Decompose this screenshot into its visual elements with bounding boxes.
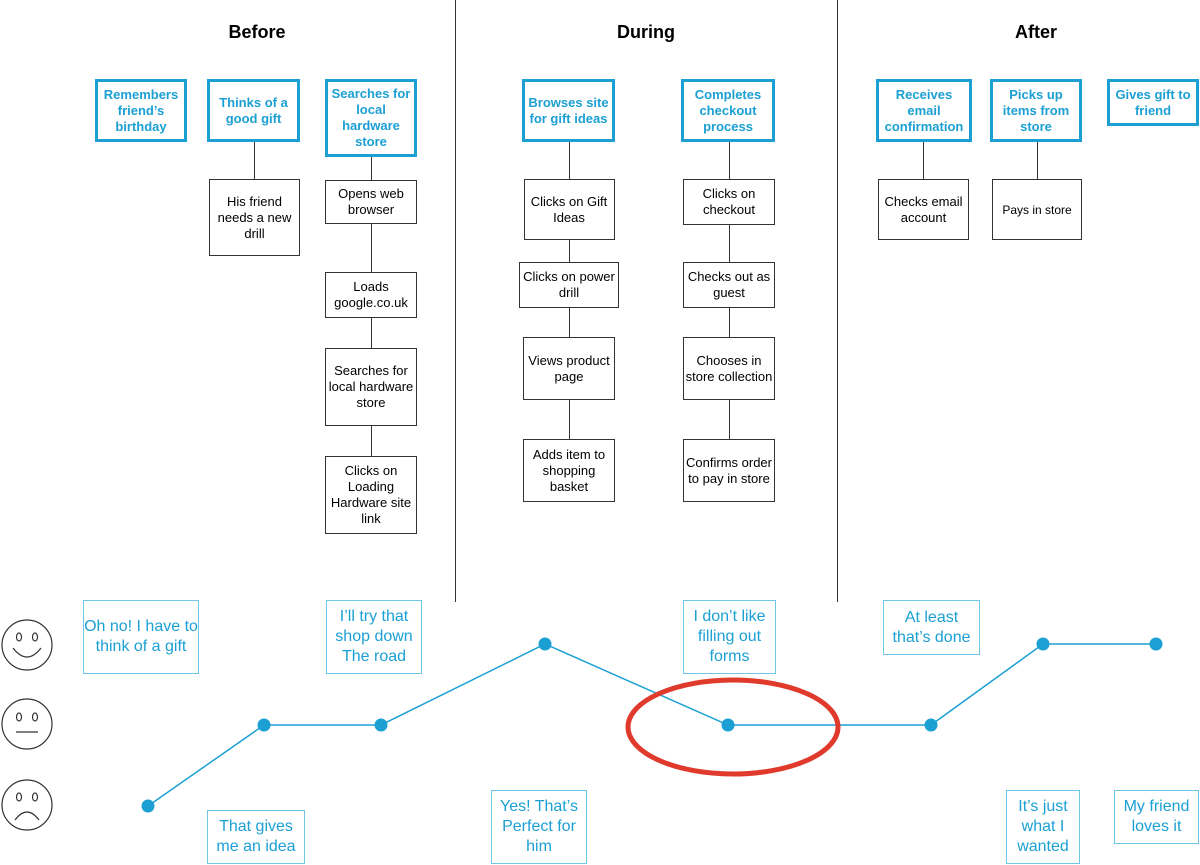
connector-line [568,240,570,262]
action-step: Clicks on Loading Hardware site link [325,456,417,534]
quote-box: Oh no! I have to think of a gift [83,600,199,674]
quote-box: That gives me an idea [207,810,305,864]
action-step: Views product page [523,337,615,400]
stage-completes-checkout: Completes checkout process [681,79,775,142]
connector-line [370,318,372,348]
neutral-face-icon [1,698,53,750]
journey-point-neutral [721,718,735,732]
action-step: Pays in store [992,179,1082,240]
action-stack-searches: Opens web browser Loads google.co.uk Sea… [325,157,417,534]
journey-point-neutral [374,718,388,732]
stage-gives-gift: Gives gift to friend [1107,79,1199,126]
stage-thinks-of-gift: Thinks of a good gift [207,79,300,142]
phase-divider [455,0,456,602]
action-step: Chooses in store collection [683,337,775,400]
action-step: Searches for local hardware store [325,348,417,426]
sad-face-icon [1,779,53,831]
action-step: Checks email account [878,179,969,240]
quote-box: I’ll try that shop down The road [326,600,422,674]
connector-line [1036,142,1038,179]
phase-during-title: During [617,22,675,42]
quote-box: It’s just what I wanted [1006,790,1080,864]
connector-line [728,400,730,439]
journey-line [147,643,1156,807]
connector-line [370,224,372,272]
quote-box: My friend loves it [1114,790,1199,844]
connector-line [568,308,570,337]
action-step: Confirms order to pay in store [683,439,775,502]
action-stack-receives: Checks email account [878,142,969,240]
quote-box: Yes! That’s Perfect for him [491,790,587,864]
action-step: Loads google.co.uk [325,272,417,318]
action-step: Checks out as guest [683,262,775,308]
phase-after-title: After [1014,22,1057,42]
action-step: Opens web browser [325,180,417,224]
action-step: Clicks on power drill [519,262,619,308]
connector-line [370,157,372,180]
journey-point-sad [141,799,155,813]
action-stack-checkout: Clicks on checkout Checks out as guest C… [683,142,775,502]
connector-line [728,142,730,179]
connector-line [568,142,570,179]
stage-receives-confirmation: Receives email confirmation [876,79,972,142]
action-stack-picks: Pays in store [992,142,1082,240]
stage-searches-store: Searches for local hardware store [325,79,417,157]
connector-line [254,142,255,179]
pain-point-highlight [625,677,841,777]
happy-face-icon [1,619,53,671]
action-step: Clicks on checkout [683,179,775,225]
action-stack-browses: Clicks on Gift Ideas Clicks on power dri… [519,142,619,502]
connector-line [370,426,372,456]
connector-line [923,142,924,179]
action-step: Adds item to shopping basket [523,439,615,502]
action-stack-thinks: His friend needs a new drill [209,142,300,256]
phase-divider [837,0,838,602]
quote-box: At least that’s done [883,600,980,655]
journey-point-happy [1149,637,1163,651]
journey-point-happy [538,637,552,651]
connector-line [728,308,730,337]
connector-line [568,400,570,439]
action-step: His friend needs a new drill [209,179,300,256]
quote-box: I don’t like filling out forms [683,600,776,674]
connector-line [728,225,730,262]
stage-browses-site: Browses site for gift ideas [522,79,615,142]
action-step: Clicks on Gift Ideas [523,179,615,240]
stage-picks-up-items: Picks up items from store [990,79,1082,142]
phase-before-title: Before [228,22,286,42]
stage-remembers-birthday: Remembers friend’s birthday [95,79,187,142]
journey-point-neutral [924,718,938,732]
journey-point-neutral [257,718,271,732]
journey-point-happy [1036,637,1050,651]
